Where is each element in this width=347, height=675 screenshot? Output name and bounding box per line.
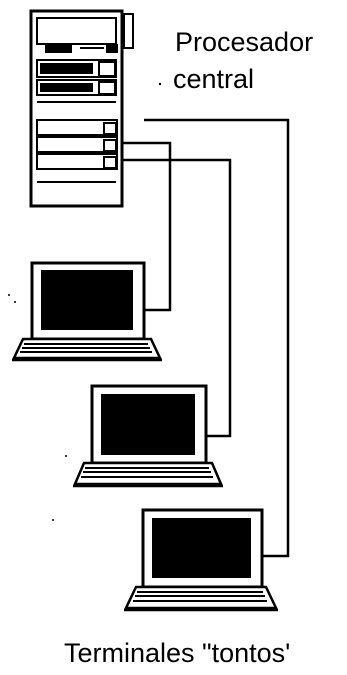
cable-to-terminal-3 xyxy=(144,120,288,556)
terminal-3 xyxy=(124,510,278,610)
processor-label-line2: central xyxy=(173,63,254,95)
processor-label-line1: Procesador xyxy=(175,26,313,58)
terminals-label: Terminales "tontos' xyxy=(64,637,290,669)
terminal-1 xyxy=(12,263,162,360)
central-processor-tower xyxy=(31,11,133,206)
terminal-2 xyxy=(73,386,223,486)
